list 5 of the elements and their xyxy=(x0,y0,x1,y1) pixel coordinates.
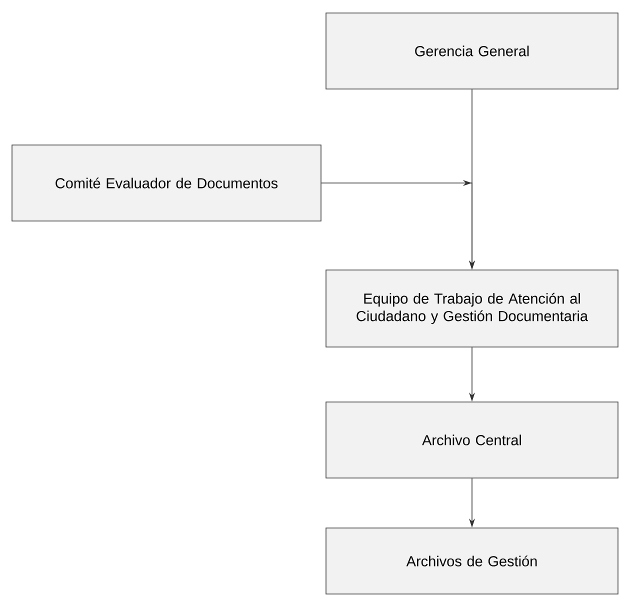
process-box: Comité Evaluador de Documentos xyxy=(12,144,322,222)
process-box: Gerencia General xyxy=(326,12,618,90)
process-box: Archivo Central xyxy=(326,402,618,478)
process-box: Equipo de Trabajo de Atención al Ciudadano y Gestión Documentaria xyxy=(326,270,618,348)
process-box: Archivos de Gestión xyxy=(326,528,618,594)
